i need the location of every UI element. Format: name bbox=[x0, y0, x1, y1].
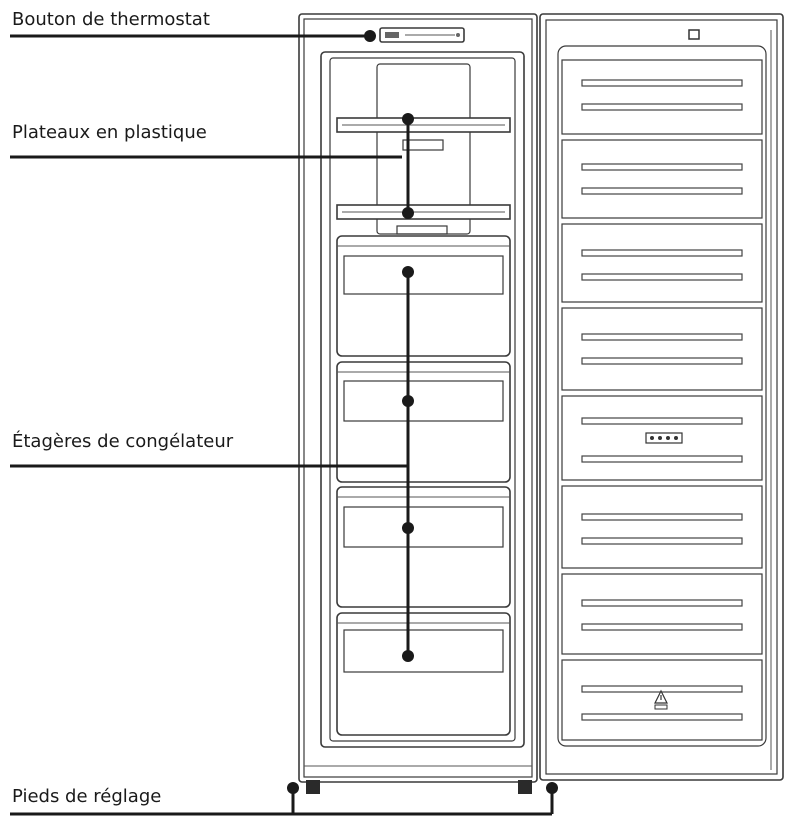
thermostat-control-panel[interactable] bbox=[379, 27, 465, 43]
callout-freezer-shelves bbox=[10, 266, 414, 662]
callout-thermostat bbox=[10, 30, 376, 42]
door-shelf bbox=[561, 59, 763, 135]
label-thermostat: Bouton de thermostat bbox=[12, 9, 210, 30]
freezer-drawer[interactable] bbox=[336, 486, 511, 608]
plastic-tray bbox=[336, 117, 511, 151]
door-display-panel bbox=[645, 432, 683, 444]
freezer-drawer[interactable] bbox=[336, 612, 511, 736]
adjustable-foot bbox=[518, 780, 532, 794]
door-shelf bbox=[561, 139, 763, 219]
label-adjustable-feet: Pieds de réglage bbox=[12, 786, 161, 807]
door-shelf bbox=[561, 573, 763, 655]
door-shelf bbox=[561, 307, 763, 391]
adjustable-foot bbox=[306, 780, 320, 794]
door-shelf bbox=[561, 485, 763, 569]
warning-symbol-icon bbox=[654, 689, 668, 710]
freezer-door[interactable] bbox=[539, 13, 784, 781]
door-shelf bbox=[561, 395, 763, 481]
door-shelf bbox=[561, 223, 763, 303]
door-shelf bbox=[561, 659, 763, 741]
label-plastic-trays: Plateaux en plastique bbox=[12, 122, 207, 143]
callout-plastic-trays bbox=[10, 113, 414, 219]
freezer-drawer[interactable] bbox=[336, 361, 511, 483]
callout-adjustable-feet bbox=[10, 782, 558, 816]
plastic-tray bbox=[336, 204, 511, 235]
label-freezer-shelves: Étagères de congélateur bbox=[12, 430, 234, 452]
freezer-drawer[interactable] bbox=[336, 235, 511, 357]
